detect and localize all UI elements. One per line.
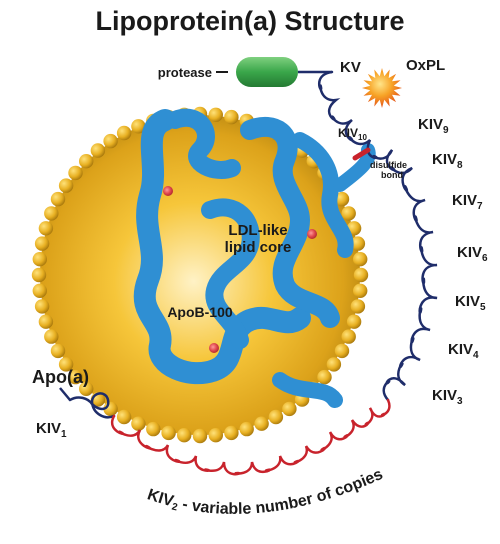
kiv1-kringle [68, 392, 116, 419]
phospholipid-bead [38, 314, 54, 329]
kiv2-caption: KIV2 - variable number of copies [145, 466, 385, 518]
kringle-chain [317, 70, 438, 402]
phospholipid-bead [131, 119, 146, 134]
phospholipid-bead [50, 343, 66, 359]
phospholipid-bead [282, 401, 297, 417]
phospholipid-bead [44, 206, 59, 221]
protease-label: protease [158, 65, 212, 80]
phospholipid-bead [334, 343, 350, 359]
phospholipid-bead [268, 409, 284, 425]
oxpl-dot-2 [307, 229, 317, 239]
phospholipid-bead [44, 329, 59, 344]
oxpl-starburst [362, 68, 402, 108]
phospholipid-bead [350, 299, 366, 314]
diagram-title: Lipoprotein(a) Structure [96, 6, 405, 36]
kiv3-label: KIV3 [432, 387, 463, 407]
oxpl-dot-3 [209, 343, 219, 353]
phospholipid-bead [317, 369, 332, 385]
phospholipid-bead [90, 143, 106, 158]
phospholipid-bead [50, 191, 66, 207]
phospholipid-bead [353, 267, 369, 283]
phospholipid-bead [208, 428, 223, 443]
phospholipid-bead [34, 236, 50, 251]
phospholipid-bead [208, 107, 223, 123]
phospholipid-bead [31, 267, 47, 283]
phospholipid-bead [32, 252, 47, 267]
phospholipid-bead [353, 252, 368, 267]
kiv1-label: KIV1 [36, 420, 67, 440]
oxpl-dot-1 [163, 186, 173, 196]
phospholipid-bead [79, 381, 94, 396]
phospholipid-bead [38, 221, 54, 236]
apoa-pointer [59, 387, 71, 401]
phospholipid-bead [326, 357, 342, 372]
kiv10-label: KIV10 [338, 126, 367, 142]
phospholipid-bead [103, 133, 118, 149]
apob-label: ApoB-100 [167, 304, 233, 320]
kiv9-label: KIV9 [418, 116, 449, 136]
kv-label: KV [340, 59, 361, 76]
phospholipid-bead [68, 369, 83, 385]
phospholipid-bead [239, 421, 254, 437]
phospholipid-bead [58, 178, 74, 193]
phospholipid-bead [334, 191, 350, 207]
kiv2-repeat-chain [110, 398, 391, 476]
disulfide-label: disulfide [370, 160, 407, 170]
kiv5-label: KIV5 [455, 293, 486, 313]
phospholipid-bead [177, 428, 192, 443]
kiv8-label: KIV8 [432, 151, 463, 171]
apob-ribbon [133, 108, 376, 408]
ldl-core-label-line2: lipid core [225, 239, 292, 256]
phospholipid-bead [353, 283, 368, 298]
phospholipid-bead [350, 236, 366, 251]
phospholipid-bead [254, 416, 269, 431]
phospholipid-bead [224, 425, 239, 441]
phospholipid-bead [146, 421, 161, 437]
phospholipid-bead [116, 125, 132, 141]
disulfide-bond-marker [352, 147, 371, 161]
phospholipid-bead [131, 416, 146, 431]
phospholipid-bead [161, 425, 176, 441]
phospholipid-bead [79, 154, 94, 169]
phospholipid-bead [32, 283, 47, 298]
phospholipid-bead [68, 165, 83, 181]
kiv4-label: KIV4 [448, 341, 479, 361]
kiv7-label: KIV7 [452, 192, 483, 212]
phospholipid-bead [116, 409, 132, 425]
ldl-core-label-line1: LDL-like [228, 222, 287, 239]
phospholipid-bead [346, 314, 362, 329]
phospholipid-bead [341, 329, 356, 344]
phospholipid-bead [341, 206, 356, 221]
protease-capsule [236, 57, 298, 87]
bond-label: bond [381, 170, 403, 180]
kiv6-label: KIV6 [457, 244, 488, 264]
phospholipid-bead [192, 428, 208, 444]
phospholipid-bead [224, 109, 239, 125]
oxpl-label: OxPL [406, 57, 445, 74]
phospholipid-bead [34, 299, 50, 314]
phospholipid-bead [58, 357, 74, 372]
apoa-label: Apo(a) [32, 367, 89, 387]
